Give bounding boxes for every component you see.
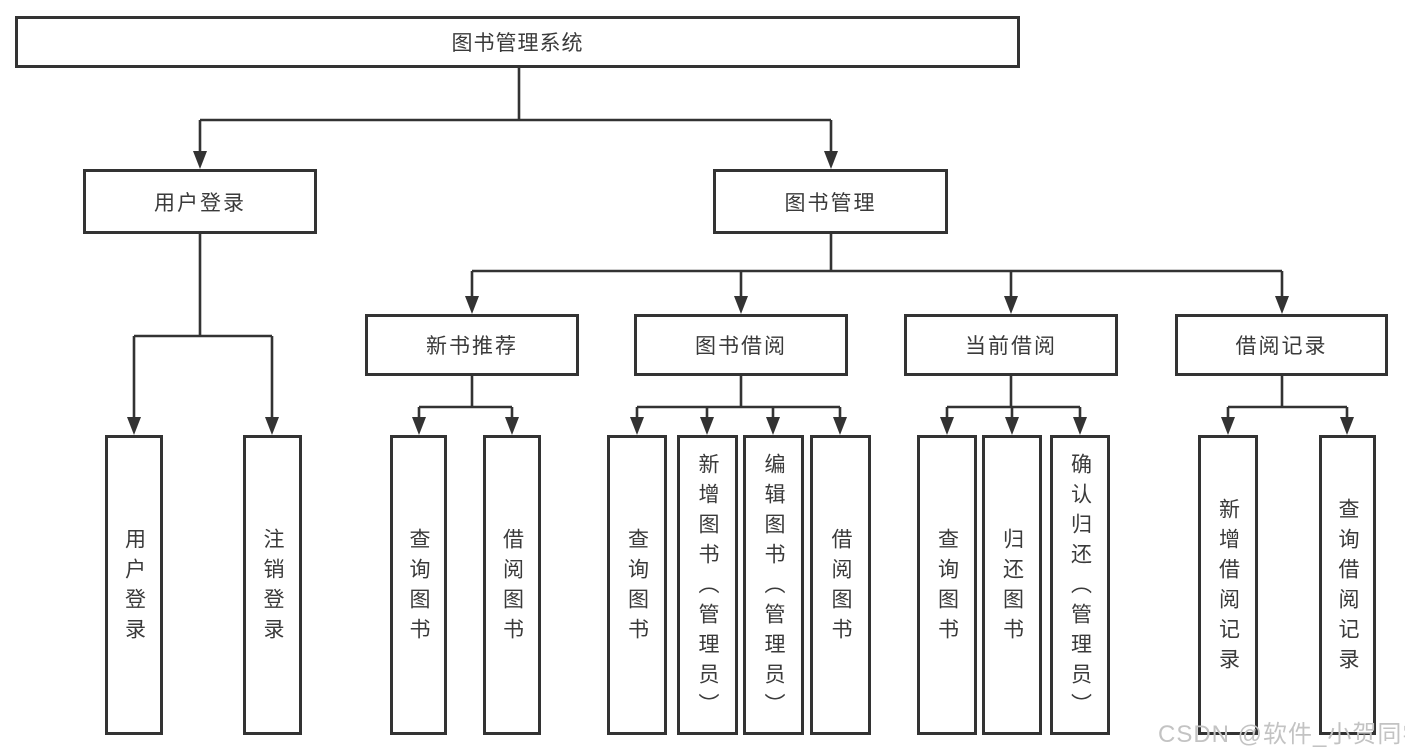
- connector-borrow-records-to-leaves: [1221, 376, 1354, 435]
- leaf-edit-books-admin-label: 编辑图书（管理员）: [762, 453, 785, 723]
- leaf-borrow-query-books: 查询图书: [607, 435, 667, 735]
- connector-book-borrow-to-leaves: [630, 376, 847, 435]
- node-new-book-recommend-label: 新书推荐: [426, 335, 518, 358]
- leaf-return-books: 归还图书: [982, 435, 1042, 735]
- leaf-recommend-borrow-books: 借阅图书: [483, 435, 541, 735]
- leaf-recommend-borrow-books-label: 借阅图书: [500, 528, 524, 648]
- leaf-query-borrow-record-label: 查询借阅记录: [1336, 498, 1359, 678]
- leaf-user-login-label: 用户登录: [122, 528, 146, 648]
- node-book-management: 图书管理: [713, 169, 948, 234]
- connector-root-to-level2: [193, 68, 838, 169]
- node-borrow-records-label: 借阅记录: [1235, 335, 1328, 358]
- node-book-management-label: 图书管理: [784, 191, 877, 215]
- watermark: CSDN @软件_小贺同学: [1158, 721, 1405, 747]
- connector-user-login-to-leaves: [127, 234, 279, 435]
- leaf-logout-label: 注销登录: [261, 528, 284, 648]
- leaf-add-books-admin-label: 新增图书（管理员）: [696, 453, 719, 723]
- node-new-book-recommend: 新书推荐: [365, 314, 579, 376]
- leaf-current-query-books-label: 查询图书: [935, 528, 959, 648]
- leaf-recommend-query-books-label: 查询图书: [407, 528, 430, 648]
- connector-current-borrow-to-leaves: [940, 376, 1087, 435]
- leaf-current-query-books: 查询图书: [917, 435, 977, 735]
- leaf-confirm-return-admin-label: 确认归还（管理员）: [1068, 453, 1092, 723]
- leaf-edit-books-admin: 编辑图书（管理员）: [743, 435, 804, 735]
- node-current-borrow: 当前借阅: [904, 314, 1118, 376]
- node-user-login-label: 用户登录: [154, 191, 246, 215]
- leaf-add-books-admin: 新增图书（管理员）: [677, 435, 738, 735]
- node-book-borrow: 图书借阅: [634, 314, 848, 376]
- node-root-label: 图书管理系统: [451, 32, 584, 55]
- leaf-confirm-return-admin: 确认归还（管理员）: [1050, 435, 1110, 735]
- leaf-borrow-query-books-label: 查询图书: [625, 528, 649, 648]
- node-user-login: 用户登录: [83, 169, 317, 234]
- leaf-return-books-label: 归还图书: [1000, 528, 1024, 648]
- leaf-add-borrow-record-label: 新增借阅记录: [1216, 498, 1240, 678]
- connector-book-management-to-level3: [465, 234, 1289, 314]
- leaf-logout: 注销登录: [243, 435, 302, 735]
- leaf-user-login: 用户登录: [105, 435, 163, 735]
- node-root: 图书管理系统: [15, 16, 1020, 68]
- node-book-borrow-label: 图书借阅: [695, 335, 787, 358]
- node-borrow-records: 借阅记录: [1175, 314, 1388, 376]
- leaf-borrow-books: 借阅图书: [810, 435, 871, 735]
- leaf-borrow-books-label: 借阅图书: [829, 528, 852, 648]
- connector-new-book-recommend-to-leaves: [412, 376, 519, 435]
- leaf-query-borrow-record: 查询借阅记录: [1319, 435, 1376, 735]
- leaf-recommend-query-books: 查询图书: [390, 435, 447, 735]
- node-current-borrow-label: 当前借阅: [965, 335, 1057, 358]
- leaf-add-borrow-record: 新增借阅记录: [1198, 435, 1258, 735]
